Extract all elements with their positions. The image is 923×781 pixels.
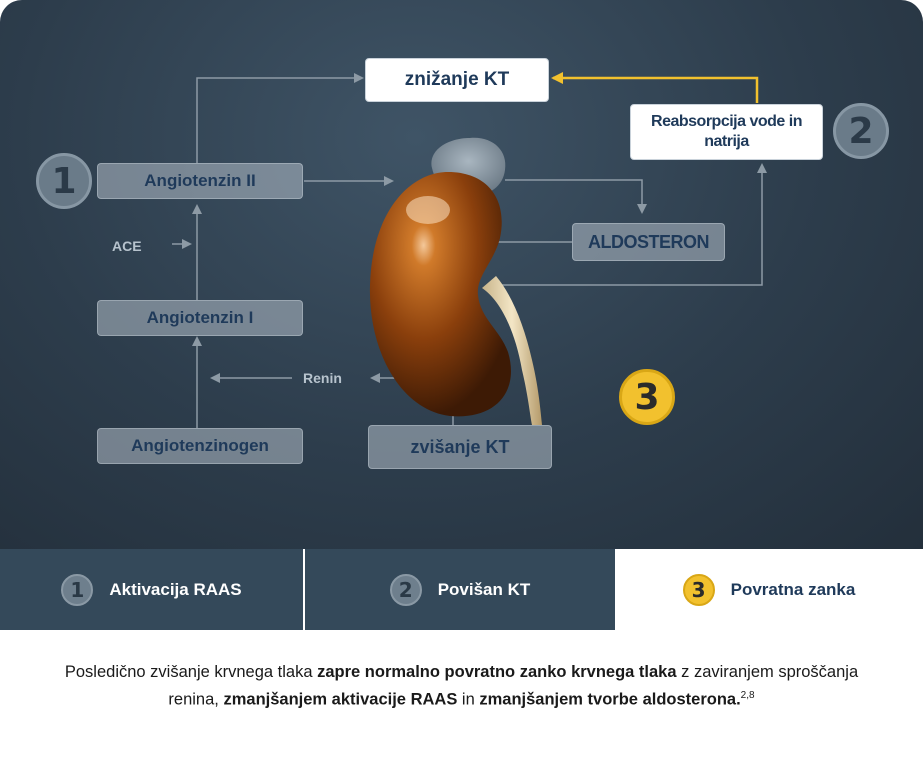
tab-povisan-kt[interactable]: 2 Povišan KT	[305, 549, 615, 630]
node-angiotenzin-2: Angiotenzin II	[97, 163, 303, 199]
arrow-gland-to-aldosteron	[505, 179, 647, 214]
marker-one: 1	[36, 153, 92, 209]
node-zvisanje-kt: zvišanje KT	[368, 425, 552, 469]
arrow-reabsorpcija-to-znizanje	[551, 72, 759, 103]
caption-bold: zmanjšanjem aktivacije RAAS	[223, 690, 458, 709]
caption-reference: 2,8	[740, 690, 755, 701]
ureter	[482, 276, 542, 425]
marker-three: 3	[619, 369, 675, 425]
marker-two: 2	[833, 103, 889, 159]
caption-part: Posledično zvišanje krvnega tlaka	[64, 663, 318, 681]
arrow-kidney-to-reabsorpcija	[495, 163, 767, 286]
caption-bold: zmanjšanjem tvorbe aldosterona.	[479, 690, 741, 709]
tab-number-icon: 2	[389, 573, 422, 606]
tab-label: Povišan KT	[437, 579, 531, 599]
diagram-graphics	[172, 72, 767, 428]
label-ace: ACE	[112, 238, 142, 254]
tab-povratna-zanka[interactable]: 3 Povratna zanka	[615, 549, 923, 630]
tab-number-icon: 1	[61, 573, 94, 606]
node-angiotenzin-1: Angiotenzin I	[97, 300, 303, 336]
tab-aktivacija-raas[interactable]: 1 Aktivacija RAAS	[0, 549, 305, 630]
node-znizanje-kt: znižanje KT	[365, 58, 549, 102]
arrow-ang2-to-znizanje	[196, 73, 364, 163]
kidney-shape	[369, 172, 511, 417]
tab-number-icon: 3	[682, 573, 715, 606]
node-reabsorpcija: Reabsorpcija vode in natrija	[630, 104, 823, 160]
caption-part: in	[457, 690, 480, 709]
node-aldosteron: ALDOSTERON	[572, 223, 725, 261]
caption-text: Posledično zvišanje krvnega tlaka zapre …	[40, 661, 883, 712]
caption-part: z zaviranjem sproščanja renina,	[168, 663, 859, 709]
raas-diagram: 1 2 3 znižanje KT Reabsorpcija vode in n…	[0, 0, 923, 549]
node-angiotenzinogen: Angiotenzinogen	[97, 428, 303, 464]
tab-label: Povratna zanka	[730, 579, 856, 599]
step-tabs: 1 Aktivacija RAAS 2 Povišan KT 3 Povratn…	[0, 549, 923, 630]
tab-label: Aktivacija RAAS	[109, 579, 242, 599]
arrow-aldosteron-to-kidney	[480, 241, 572, 267]
label-renin: Renin	[303, 370, 342, 386]
caption-bold: zapre normalno povratno zanko krvnega tl…	[317, 663, 677, 681]
